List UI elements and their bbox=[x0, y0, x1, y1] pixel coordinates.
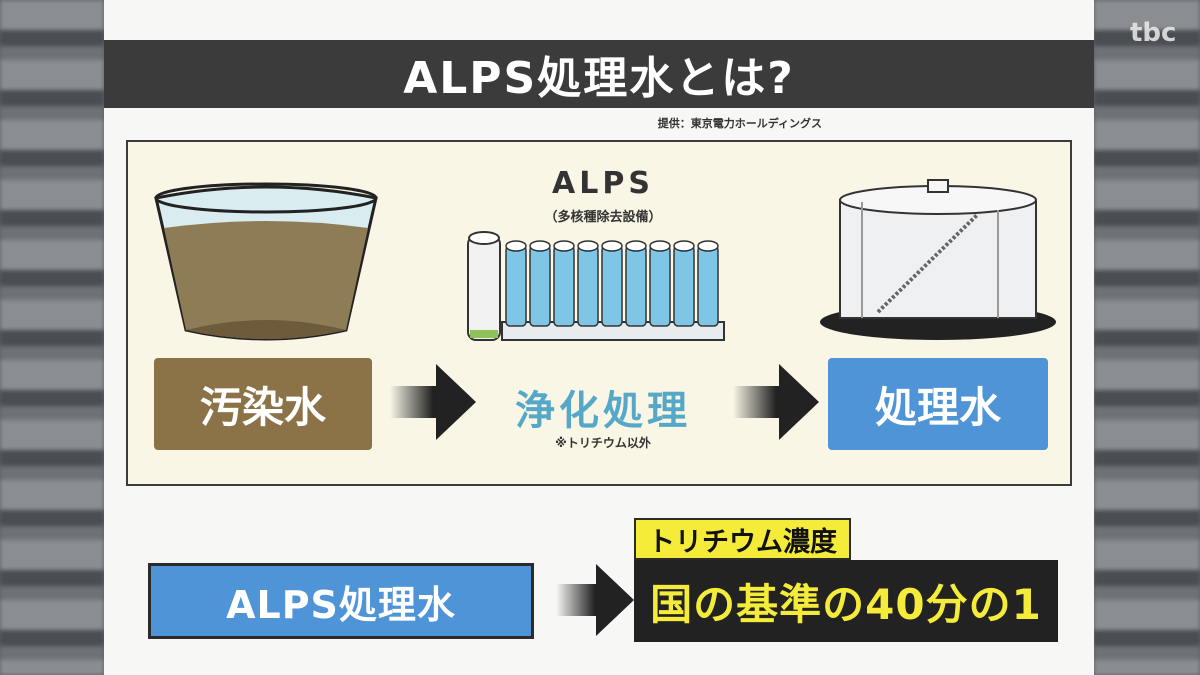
alps-treated-water-box: ALPS処理水 bbox=[148, 563, 534, 639]
background-right bbox=[1094, 0, 1200, 675]
process-panel: ALPS （多核種除去設備） bbox=[126, 140, 1072, 486]
info-board: ALPS処理水とは? 提供：東京電力ホールディングス ALPS （多核種除去設備… bbox=[104, 0, 1094, 675]
alps-name: ALPS bbox=[552, 166, 654, 201]
purification-note: ※トリチウム以外 bbox=[555, 436, 651, 450]
tritium-concentration-tag: トリチウム濃度 bbox=[634, 518, 851, 560]
water-basin-icon bbox=[154, 182, 378, 341]
arrow-right-icon bbox=[390, 364, 476, 440]
storage-tank-icon bbox=[820, 179, 1056, 340]
title-bar: ALPS処理水とは? bbox=[104, 40, 1094, 108]
contaminated-water-label: 汚染水 bbox=[154, 358, 372, 450]
treated-water-label: 処理水 bbox=[828, 358, 1048, 450]
alps-subtitle: （多核種除去設備） bbox=[544, 210, 662, 225]
arrow-right-icon bbox=[556, 564, 634, 636]
credit-text: 提供：東京電力ホールディングス bbox=[657, 117, 822, 130]
background-left bbox=[0, 0, 104, 675]
alps-equipment-icon bbox=[467, 231, 725, 341]
arrow-right-icon bbox=[733, 364, 819, 440]
purification-label: 浄化処理 bbox=[515, 388, 691, 434]
broadcaster-logo: tbc bbox=[1130, 18, 1177, 48]
standard-ratio-result: 国の基準の40分の1 bbox=[634, 560, 1058, 642]
page-title: ALPS処理水とは? bbox=[403, 53, 795, 104]
